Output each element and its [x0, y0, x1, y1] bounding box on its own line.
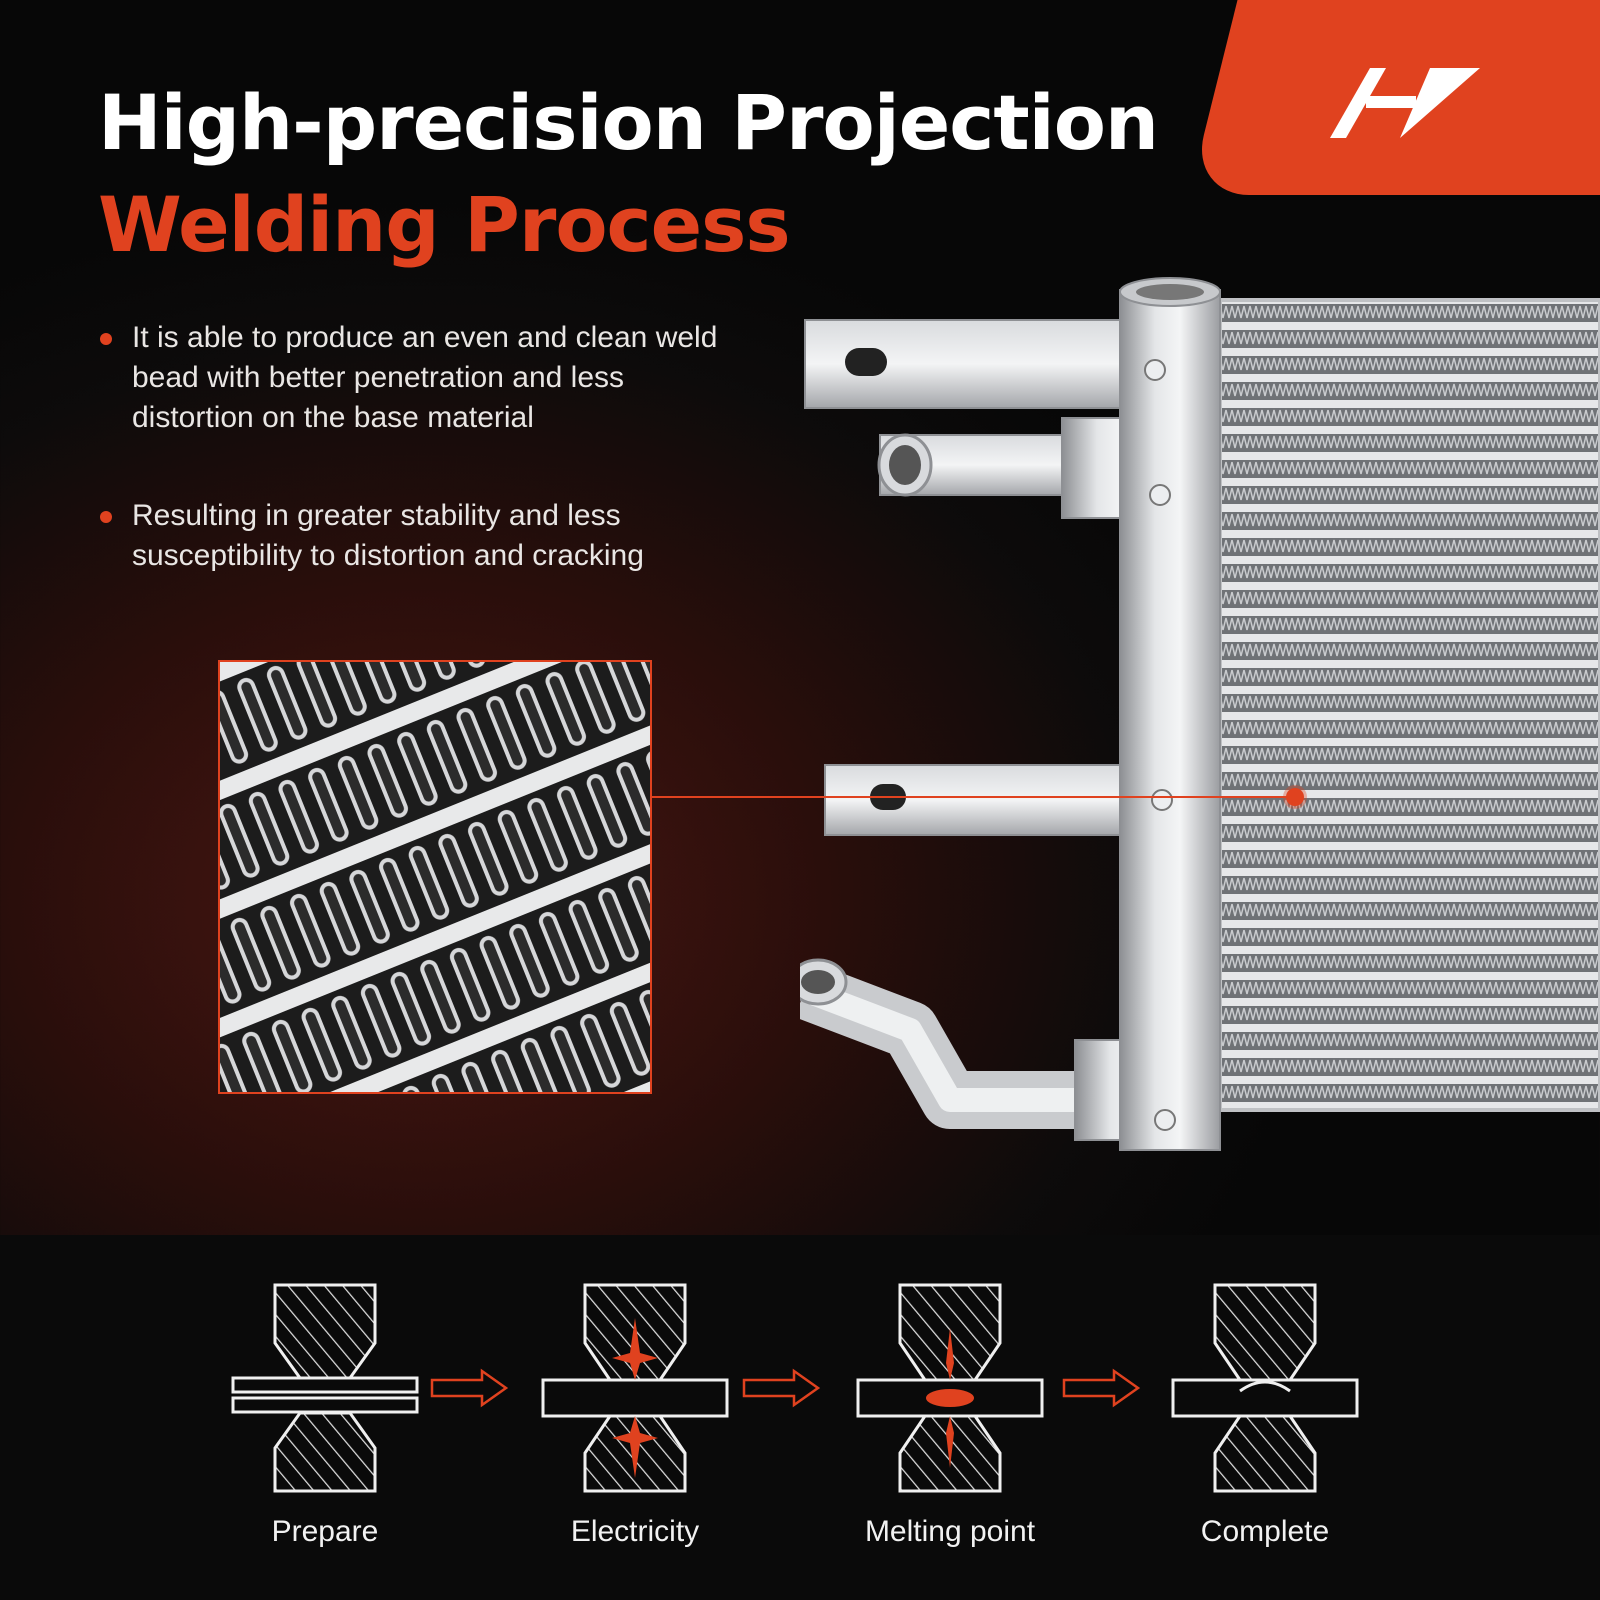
ap-logo-icon [1330, 68, 1480, 138]
headline-line-2: Welding Process [98, 180, 791, 269]
electricity-stage-icon [540, 1283, 730, 1493]
bullet-dot-icon [100, 511, 112, 523]
bullet-item: It is able to produce an even and clean … [98, 318, 738, 438]
callout-marker [1286, 788, 1304, 806]
bullet-text: Resulting in greater stability and less … [132, 499, 644, 572]
melting-stage-icon [855, 1283, 1045, 1493]
arrow-right-icon [430, 1368, 509, 1408]
headline-line-1: High-precision Projection [98, 78, 1159, 167]
fin-closeup-image [220, 662, 650, 1092]
complete-stage-icon [1170, 1283, 1360, 1493]
prepare-stage-icon [230, 1283, 420, 1493]
fin-detail-zoom [218, 660, 652, 1094]
step-label-prepare: Prepare [271, 1515, 379, 1548]
callout-line [650, 796, 1295, 798]
bullet-text: It is able to produce an even and clean … [132, 321, 718, 434]
step-label-complete: Complete [1200, 1515, 1330, 1548]
bullet-item: Resulting in greater stability and less … [98, 496, 738, 576]
arrow-right-icon [1062, 1368, 1141, 1408]
feature-bullets: It is able to produce an even and clean … [98, 318, 738, 634]
arrow-right-icon [742, 1368, 821, 1408]
bullet-dot-icon [100, 333, 112, 345]
radiator-product-image [800, 277, 1600, 1151]
step-label-melting-point: Melting point [864, 1515, 1036, 1548]
step-label-electricity: Electricity [570, 1515, 700, 1548]
